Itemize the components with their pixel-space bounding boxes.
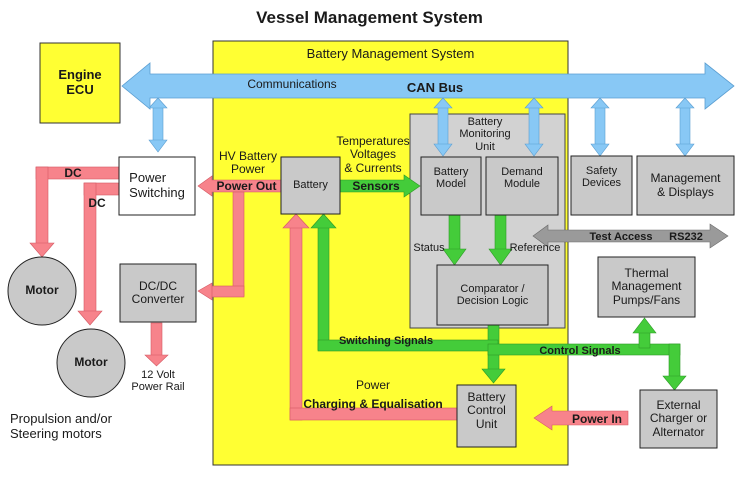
- test-access-arrow: [532, 223, 729, 249]
- communications-label: Communications: [247, 77, 337, 91]
- battery-model-box: [420, 156, 482, 216]
- hv-battery-power-label: HV Battery Power: [218, 149, 278, 177]
- battery-control-unit-label: Battery Control Unit: [467, 389, 506, 431]
- battery-model-label: Battery Model: [433, 165, 469, 190]
- engine-ecu-label: Engine ECU: [58, 67, 102, 97]
- control-signals-label: Control Signals: [539, 345, 621, 357]
- status-label: Status: [413, 242, 445, 254]
- power-out-label: Power Out: [216, 179, 277, 193]
- signal-arrows: [310, 174, 687, 391]
- switching-signals-label: Switching Signals: [338, 335, 434, 347]
- battery-monitoring-unit-label: Battery Monitoring Unit: [459, 116, 511, 153]
- motor-2-circle: [56, 328, 126, 398]
- dc-dc-converter-label: DC/DC Converter: [131, 278, 185, 306]
- motor-1-label: Motor: [25, 283, 59, 298]
- motor-1-circle: [7, 256, 77, 326]
- safety-devices-label: Safety Devices: [581, 164, 622, 189]
- diagram-title: Vessel Management System: [256, 8, 483, 27]
- safety-devices-box: [570, 155, 633, 216]
- demand-module-box: [485, 156, 559, 216]
- dc-label-1: DC: [64, 166, 82, 180]
- thermal-management-box: [597, 256, 696, 318]
- thermal-management-label: Thermal Management Pumps/Fans: [611, 265, 682, 307]
- demand-module-label: Demand Module: [501, 165, 543, 190]
- can-bus-drops: [148, 97, 695, 157]
- power-in-label: Power In: [571, 412, 622, 426]
- management-displays-box: [636, 155, 735, 216]
- bms-title: Battery Management System: [306, 46, 475, 61]
- power-label: Power: [355, 378, 390, 392]
- external-charger-label: External Charger or Alternator: [649, 397, 708, 439]
- can-bus-arrow: [121, 62, 735, 110]
- comparator-box: [436, 264, 549, 326]
- can-bus-label: CAN Bus: [406, 80, 464, 95]
- sensors-label: Sensors: [352, 179, 400, 193]
- temps-voltages-currents-label: Temperatures Voltages & Currents: [336, 134, 410, 175]
- dc-label-2: DC: [88, 196, 106, 210]
- management-displays-label: Management & Displays: [650, 171, 721, 199]
- rs232-label: RS232: [669, 231, 703, 243]
- power-arrows: [29, 166, 629, 431]
- charging-equalisation-label: Charging & Equalisation: [303, 397, 443, 411]
- motor-2-label: Motor: [74, 355, 108, 370]
- dc-dc-converter-box: [119, 263, 197, 323]
- power-switching-box: [118, 156, 196, 216]
- comparator-label: Comparator / Decision Logic: [456, 282, 529, 307]
- external-charger-box: [639, 389, 718, 449]
- reference-label: Reference: [509, 242, 561, 254]
- propulsion-label: Propulsion and/or Steering motors: [10, 411, 112, 441]
- power-switching-label: Power Switching: [129, 170, 185, 200]
- battery-control-unit-box: [456, 384, 517, 448]
- test-access-label: Test Access: [589, 231, 653, 243]
- twelve-volt-rail-label: 12 Volt Power Rail: [131, 369, 185, 394]
- battery-label: Battery: [293, 179, 328, 192]
- engine-ecu-box: [39, 42, 121, 124]
- battery-box: [280, 156, 341, 215]
